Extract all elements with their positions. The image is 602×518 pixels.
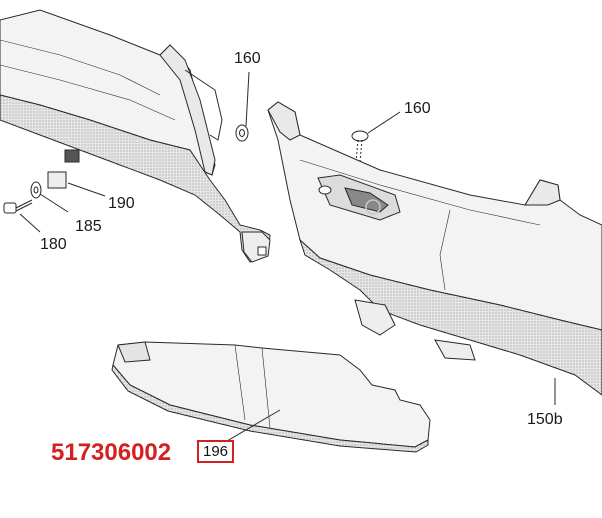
- callout-160-left: 160: [234, 50, 261, 67]
- washer-160-left: [235, 124, 249, 142]
- screw-160-right: [351, 130, 369, 163]
- washer-185: [30, 181, 42, 199]
- left-side-panel: [0, 9, 271, 263]
- trim-part-196: [111, 341, 431, 453]
- faint-watermark: [365, 199, 381, 215]
- fastener-180: [3, 199, 33, 214]
- clip-190: [47, 171, 67, 189]
- callout-150b: 150b: [527, 411, 563, 428]
- callout-185: 185: [75, 218, 102, 235]
- part-number-label: 517306002: [51, 439, 172, 466]
- right-panel-150b: [267, 101, 602, 396]
- reference-196-box: 196: [197, 440, 235, 463]
- callout-190: 190: [108, 195, 135, 212]
- callout-180: 180: [40, 236, 67, 253]
- callout-160-right: 160: [404, 100, 431, 117]
